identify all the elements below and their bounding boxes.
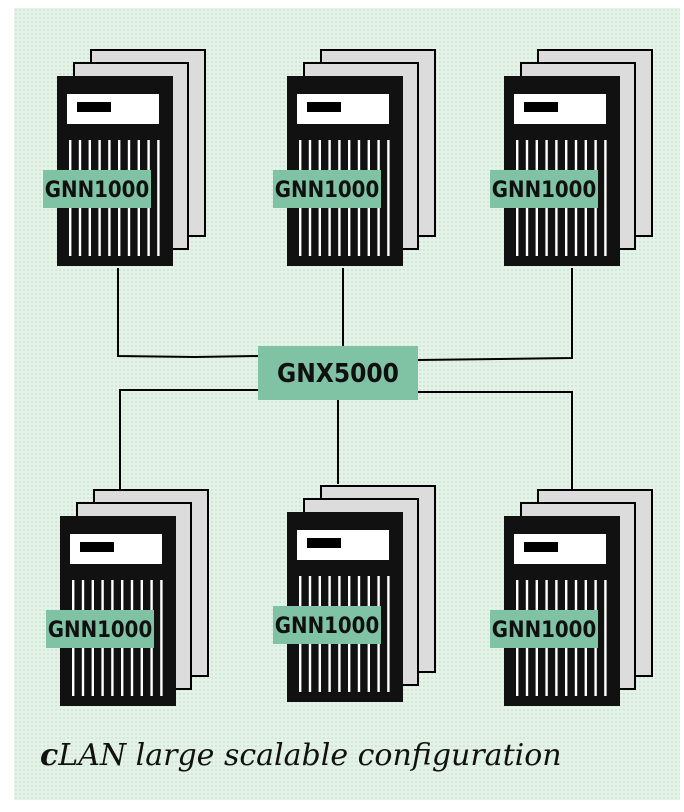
vent-stripe [604, 140, 607, 256]
server-node: GNN1000 [46, 489, 209, 706]
hub-box [258, 346, 418, 400]
vent-stripe [387, 140, 390, 256]
hub-node: GNX5000 [258, 346, 418, 400]
connection-line [117, 268, 259, 359]
connection-line [418, 391, 573, 505]
server-label: GNN1000 [48, 618, 152, 643]
connection-line [417, 268, 573, 361]
diagram-caption: cLAN large scalable configuration [40, 738, 660, 773]
server-label-box [490, 610, 598, 648]
caption-text: LAN large scalable configuration [58, 738, 562, 773]
server-node: GNN1000 [490, 49, 653, 266]
vent-stripe [157, 140, 160, 256]
drive-slot [80, 542, 114, 552]
server-label: GNN1000 [275, 178, 379, 203]
hub-label: GNX5000 [277, 359, 399, 389]
server-node: GNN1000 [490, 489, 653, 706]
caption-bold: c [40, 738, 59, 773]
drive-slot [524, 102, 558, 112]
server-label: GNN1000 [45, 178, 149, 203]
server-label: GNN1000 [492, 178, 596, 203]
server-label-box [273, 170, 381, 208]
vent-stripe [387, 576, 390, 692]
drive-slot [524, 542, 558, 552]
connection-lines [117, 268, 573, 512]
drive-slot [307, 538, 341, 548]
server-label-box [43, 170, 151, 208]
server-node: GNN1000 [43, 49, 206, 266]
vent-stripe [160, 580, 163, 696]
server-node: GNN1000 [273, 485, 436, 702]
server-label: GNN1000 [492, 618, 596, 643]
server-label-box [490, 170, 598, 208]
server-node: GNN1000 [273, 49, 436, 266]
connection-line [119, 389, 258, 512]
drive-slot [77, 102, 111, 112]
server-label: GNN1000 [275, 614, 379, 639]
vent-stripe [604, 580, 607, 696]
drive-slot [307, 102, 341, 112]
server-label-box [273, 606, 381, 644]
server-label-box [46, 610, 154, 648]
